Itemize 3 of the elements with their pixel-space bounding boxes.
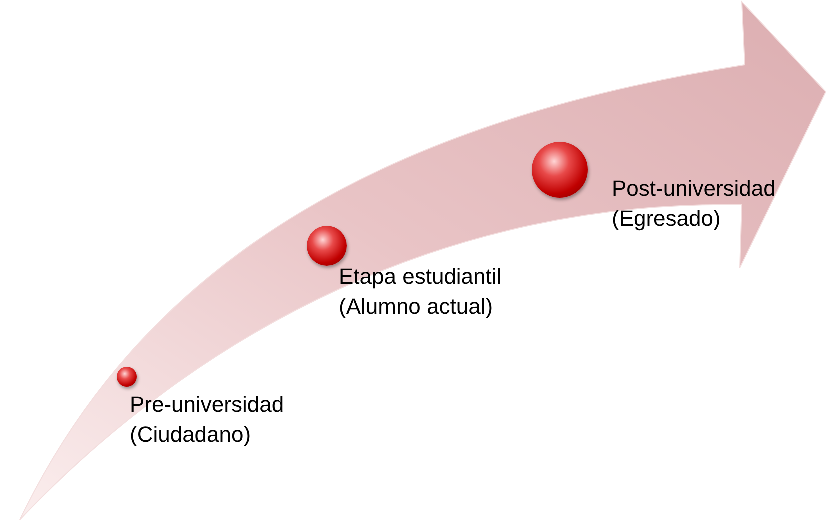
stage-label: Pre-universidad (Ciudadano) xyxy=(130,391,286,449)
stage-label: Etapa estudiantil (Alumno actual) xyxy=(339,263,503,321)
stage-label: Post-universidad (Egresado) xyxy=(612,175,777,233)
